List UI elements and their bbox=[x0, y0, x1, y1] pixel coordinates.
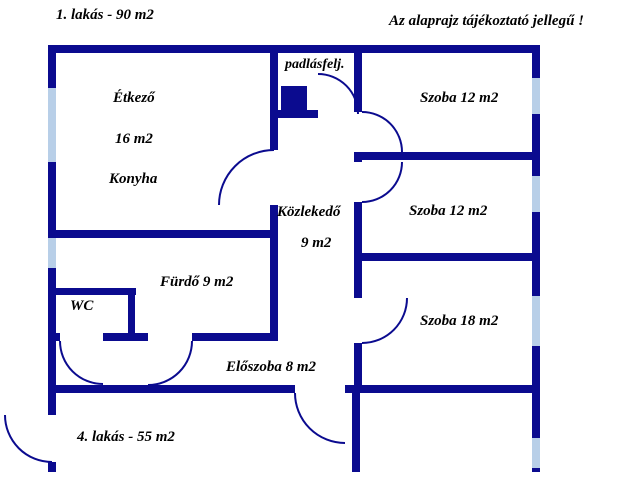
door-opening-eloszoba bbox=[295, 385, 345, 393]
room-label-etkezo-area: 16 m2 bbox=[115, 131, 153, 147]
wall-szoba-divider-1 bbox=[354, 152, 540, 160]
wall-szoba-divider-2 bbox=[354, 253, 540, 261]
room-label-kozlekedo: Közlekedő bbox=[277, 204, 341, 220]
door-opening-szoba18 bbox=[354, 298, 362, 343]
room-label-kozlekedo-area: 9 m2 bbox=[301, 235, 332, 251]
wall-furdo-right bbox=[270, 230, 278, 341]
door-opening-wc bbox=[60, 333, 103, 341]
wall-etkezo-bottom bbox=[48, 230, 278, 238]
wall-padlasfelj-bottom bbox=[270, 110, 318, 118]
furdo-door-arc bbox=[147, 340, 193, 386]
wall-etkezo-right bbox=[270, 45, 278, 238]
room-label-szoba18: Szoba 18 m2 bbox=[420, 313, 499, 329]
door-opening-szoba-top bbox=[354, 112, 362, 152]
wall-top bbox=[48, 45, 540, 53]
room-label-konyha: Konyha bbox=[109, 171, 158, 187]
room-label-padlasfelj: padlásfelj. bbox=[285, 57, 345, 72]
room-label-eloszoba: Előszoba 8 m2 bbox=[226, 359, 317, 375]
szoba-top-door-arc bbox=[361, 111, 403, 153]
room-label-szoba-mid: Szoba 12 m2 bbox=[409, 203, 488, 219]
room-label-wc: WC bbox=[70, 298, 94, 314]
other-unit-label: 4. lakás - 55 m2 bbox=[77, 429, 175, 445]
wall-eloszoba-bottom bbox=[48, 385, 540, 393]
room-label-szoba-top: Szoba 12 m2 bbox=[420, 90, 499, 106]
window-etkezo bbox=[48, 88, 56, 162]
entrance-door-arc bbox=[4, 414, 53, 463]
padlasfelj-door-arc bbox=[317, 73, 359, 115]
window-szoba-mid bbox=[532, 176, 540, 212]
room-label-furdo: Fürdő 9 m2 bbox=[160, 274, 234, 290]
wall-wc-top bbox=[48, 288, 136, 295]
door-opening-szoba-mid bbox=[354, 162, 362, 202]
wall-center-vertical bbox=[354, 45, 362, 390]
room-label-etkezo: Étkező bbox=[113, 90, 155, 106]
window-szoba-top bbox=[532, 78, 540, 114]
szoba-mid-door-arc bbox=[361, 161, 403, 203]
wc-door-arc bbox=[59, 340, 104, 385]
door-opening-furdo bbox=[148, 333, 192, 341]
window-bottom-right bbox=[532, 438, 540, 468]
etkezo-door-arc bbox=[218, 149, 275, 206]
attic-stairs bbox=[281, 86, 307, 110]
wall-bottom-vertical bbox=[352, 385, 360, 472]
disclaimer-text: Az alaprajz tájékoztató jellegű ! bbox=[389, 13, 585, 29]
door-opening-etkezo bbox=[270, 150, 278, 205]
wall-wc-right bbox=[128, 288, 135, 341]
window-furdo bbox=[48, 238, 56, 268]
window-szoba18 bbox=[532, 296, 540, 346]
unit-title: 1. lakás - 90 m2 bbox=[56, 7, 154, 23]
door-opening-entrance bbox=[48, 415, 56, 462]
szoba18-door-arc bbox=[361, 297, 408, 344]
eloszoba-door-arc bbox=[294, 392, 346, 444]
